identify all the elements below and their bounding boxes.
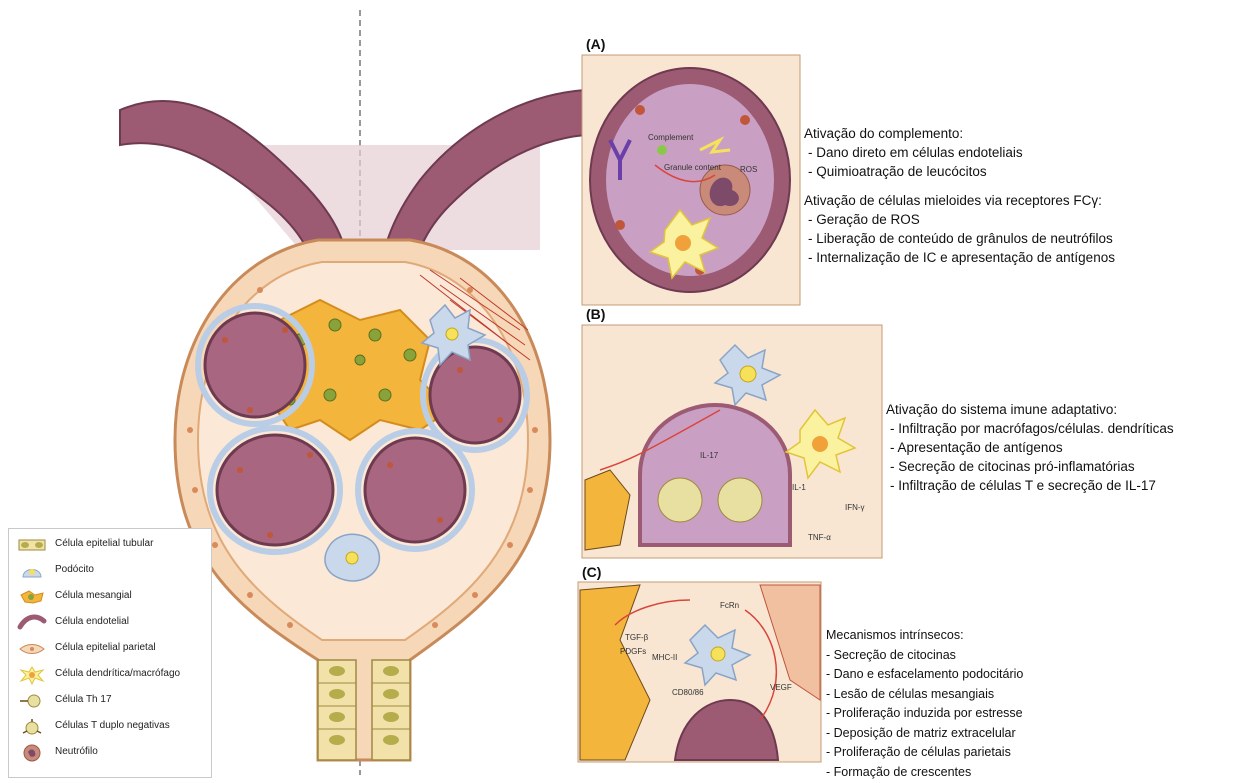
legend-item-parietal: Célula epitelial parietal [9,637,211,661]
label-fcrn: FcRn [720,601,739,610]
legend-item-endothelial: Célula endotelial [9,611,211,635]
legend: Célula epitelial tubular Podócito Célula… [8,528,212,778]
endothelial-cell-icon [17,613,47,633]
adaptive-item: - Infiltração por macrófagos/células. de… [886,419,1174,438]
panel-label-c: (C) [582,564,601,580]
panel-label-b: (B) [586,306,605,322]
label-ifng: IFN-γ [845,503,865,512]
adaptive-item: - Apresentação de antígenos [886,438,1174,457]
intrinsic-item: - Proliferação de células parietais [826,743,1023,763]
label-granule-content: Granule content [664,163,722,172]
inset-a: Complement Granule content ROS [582,55,800,305]
th17-cell-icon [17,691,47,711]
label-vegf: VEGF [770,683,792,692]
podocyte-icon [17,561,47,581]
capillary-loop-3 [365,438,465,542]
complement-item: - Quimioatração de leucócitos [804,162,1115,181]
label-complement: Complement [648,133,694,142]
intrinsic-item: - Deposição de matriz extracelular [826,724,1023,744]
capillary-loop-2 [217,435,333,545]
label-mhc2: MHC-II [652,653,677,662]
legend-item-th17: Célula Th 17 [9,689,211,713]
inset-b: IL-17 IL-1 IFN-γ TNF-α [582,325,882,558]
text-block-c: Mecanismos intrínsecos: - Secreção de ci… [826,626,1023,782]
tubular-cell-icon [17,535,47,555]
myeloid-activation-title: Ativação de células mieloides via recept… [804,191,1115,210]
legend-item-mesangial: Célula mesangial [9,585,211,609]
adaptive-immune-title: Ativação do sistema imune adaptativo: [886,400,1174,419]
legend-item-dn-t: Células T duplo negativas [9,715,211,739]
complement-item: - Dano direto em células endoteliais [804,143,1115,162]
intrinsic-item: - Lesão de células mesangiais [826,685,1023,705]
intrinsic-mechanisms-title: Mecanismos intrínsecos: [826,626,1023,646]
label-tnfa: TNF-α [808,533,831,542]
intrinsic-item: - Proliferação induzida por estresse [826,704,1023,724]
myeloid-item: - Geração de ROS [804,210,1115,229]
label-pdgfs: PDGFs [620,647,646,656]
panel-label-a: (A) [586,36,605,52]
inset-c: TGF-β PDGFs MHC-II CD80/86 FcRn VEGF [578,582,821,762]
intrinsic-item: - Dano e esfacelamento podocitário [826,665,1023,685]
myeloid-item: - Internalização de IC e apresentação de… [804,248,1115,267]
dn-t-cell-icon [17,717,47,737]
parietal-cell-icon [17,639,47,659]
dendritic-cell-icon [17,665,47,685]
adaptive-item: - Infiltração de células T e secreção de… [886,476,1174,495]
label-il1: IL-1 [792,483,806,492]
label-ros: ROS [740,165,757,174]
label-tgfb: TGF-β [625,633,649,642]
neutrophil-icon [17,743,47,763]
legend-item-tubular-cell: Célula epitelial tubular [9,533,211,557]
text-block-b: Ativação do sistema imune adaptativo: - … [886,400,1174,495]
label-il17: IL-17 [700,451,719,460]
label-cd80: CD80/86 [672,688,704,697]
adaptive-item: - Secreção de citocinas pró-inflamatória… [886,457,1174,476]
legend-item-neutrophil: Neutrófilo [9,741,211,765]
intrinsic-item: - Secreção de citocinas [826,646,1023,666]
complement-activation-title: Ativação do complemento: [804,124,1115,143]
myeloid-item: - Liberação de conteúdo de grânulos de n… [804,229,1115,248]
legend-item-podocyte: Podócito [9,559,211,583]
legend-item-dendritic: Célula dendrítica/macrófago [9,663,211,687]
intrinsic-item: - Formação de crescentes [826,763,1023,783]
mesangial-cell-icon [17,587,47,607]
podocyte-body [325,534,379,581]
text-block-a: Ativação do complemento: - Dano direto e… [804,124,1115,267]
capillary-loop-1 [205,313,305,417]
